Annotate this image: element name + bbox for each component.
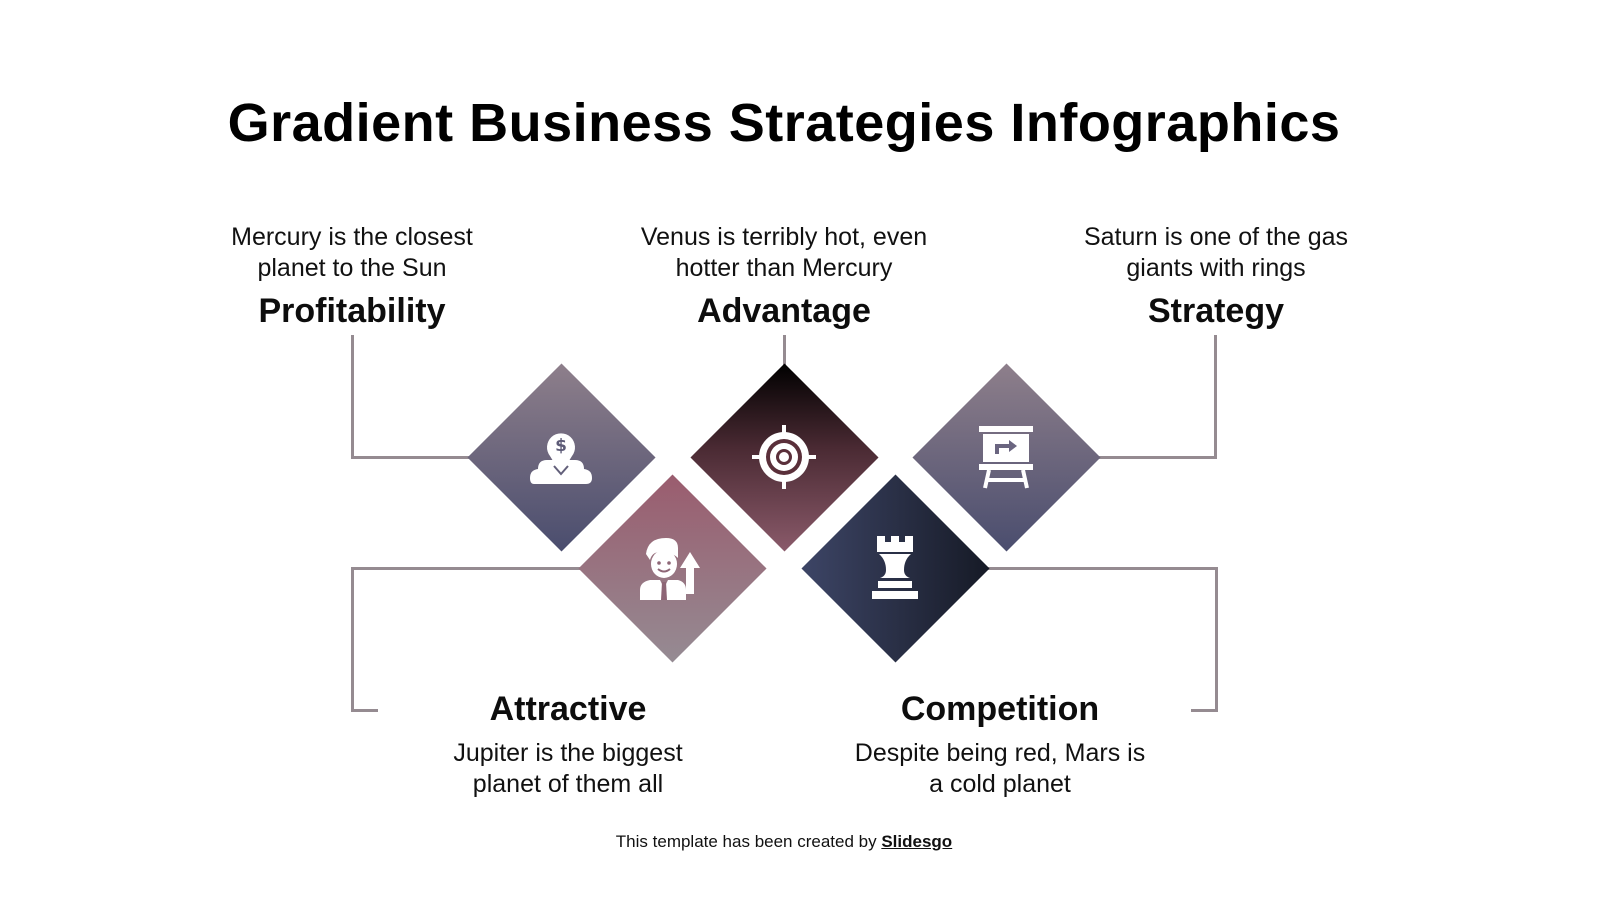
connector-profitability-horizontal: [351, 456, 471, 459]
description-line: Saturn is one of the gas: [1083, 223, 1349, 251]
profitability-description: Mercury is the closest planet to the Sun: [162, 222, 542, 284]
competition-heading: Competition: [900, 690, 1100, 728]
advantage-heading: Advantage: [697, 292, 871, 330]
footer-credit: This template has been created by Slides…: [0, 832, 1568, 852]
description-line: Jupiter is the biggest: [453, 739, 683, 767]
connector-competition-stub: [1191, 709, 1218, 712]
connector-advantage-vertical: [783, 335, 786, 365]
businessman-growth-icon: [636, 534, 706, 604]
connector-competition-vertical: [1215, 567, 1218, 712]
chess-rook-icon: [860, 534, 930, 604]
description-line: Despite being red, Mars is: [854, 739, 1146, 767]
description-line: a cold planet: [929, 770, 1071, 798]
description-line: planet to the Sun: [257, 254, 447, 282]
svg-text:$: $: [555, 436, 567, 456]
description-line: Mercury is the closest: [231, 223, 473, 251]
cloud-money-pin-icon: $: [526, 422, 596, 492]
advantage-description: Venus is terribly hot, even hotter than …: [594, 222, 974, 284]
presentation-board-icon: [971, 422, 1041, 492]
description-line: planet of them all: [472, 770, 664, 798]
attractive-heading: Attractive: [489, 690, 647, 728]
strategy-heading: Strategy: [1147, 292, 1285, 330]
connector-strategy-horizontal: [1098, 456, 1217, 459]
connector-attractive-stub: [351, 709, 378, 712]
slidesgo-link[interactable]: Slidesgo: [881, 832, 953, 851]
target-icon: [749, 422, 819, 492]
description-line: giants with rings: [1126, 254, 1306, 282]
connector-profitability-vertical: [351, 335, 354, 459]
competition-description: Despite being red, Mars is a cold planet: [810, 738, 1190, 800]
profitability-heading: Profitability: [258, 292, 446, 330]
page-title: Gradient Business Strategies Infographic…: [227, 93, 1341, 153]
description-line: Venus is terribly hot, even: [640, 223, 928, 251]
connector-competition-horizontal: [987, 567, 1218, 570]
footer-text: This template has been created by: [615, 832, 882, 851]
connector-attractive-vertical: [351, 567, 354, 712]
attractive-description: Jupiter is the biggest planet of them al…: [378, 738, 758, 800]
description-line: hotter than Mercury: [675, 254, 893, 282]
connector-attractive-horizontal: [351, 567, 583, 570]
connector-strategy-vertical: [1214, 335, 1217, 459]
strategy-description: Saturn is one of the gas giants with rin…: [1026, 222, 1406, 284]
